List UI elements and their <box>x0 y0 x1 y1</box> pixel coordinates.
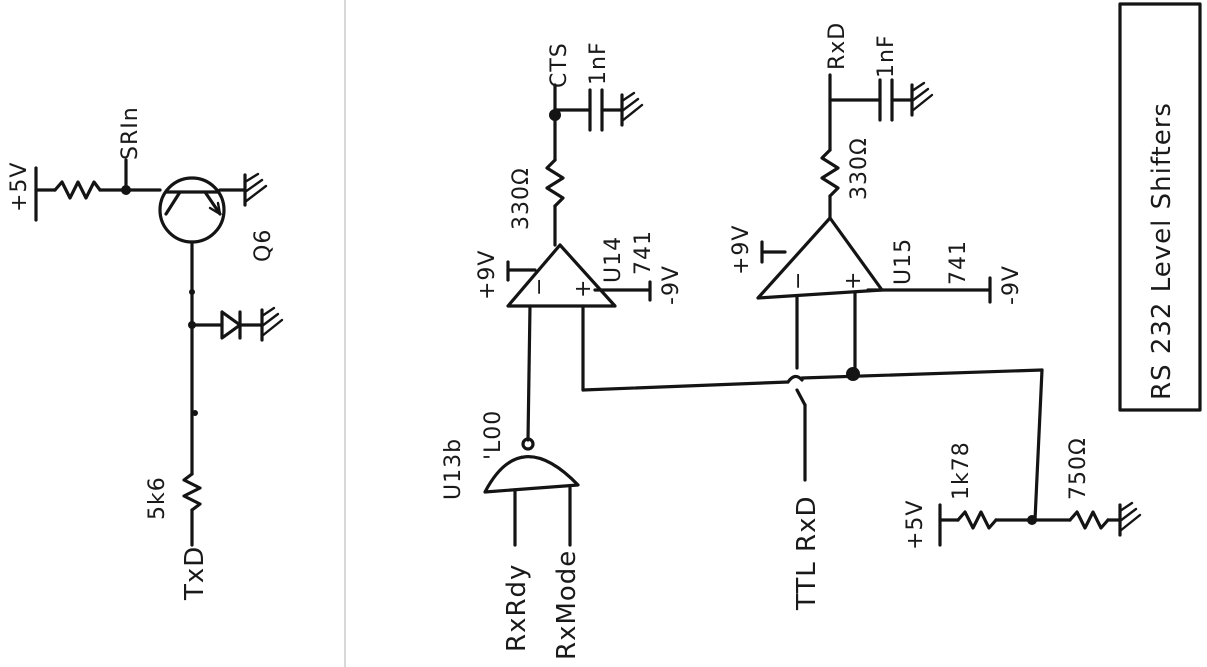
u15-ref: U15 <box>891 238 916 285</box>
u15-noninv-label: + <box>841 271 866 290</box>
u14-inv-label: − <box>527 277 552 296</box>
page-title: RS 232 Level Shifters <box>1147 102 1177 400</box>
rxd-resistor <box>820 148 840 198</box>
u15-vplus-label: +9V <box>729 225 754 275</box>
divider-top-label: 1k78 <box>949 441 974 500</box>
u14-part: 741 <box>631 230 656 275</box>
gate-part: 'L00 <box>481 410 506 460</box>
transistor-label: Q6 <box>251 229 276 262</box>
cts-label: CTS <box>547 42 572 88</box>
resistor-label: 5k6 <box>145 476 170 520</box>
title-block: RS 232 Level Shifters <box>1118 2 1202 412</box>
u15-part: 741 <box>946 240 971 285</box>
u14-noninv-label: + <box>571 279 596 298</box>
cts-cap-label: 1nF <box>586 41 611 85</box>
u14-ref: U14 <box>601 236 626 283</box>
ground-icon <box>260 306 284 342</box>
series-resistor <box>182 472 202 512</box>
gate-ref: U13b <box>441 438 466 500</box>
supply-label-5v: +5V <box>7 162 32 212</box>
txd-label: TxD <box>180 546 210 601</box>
nand-gate-u13b: U13b 'L00 <box>441 410 580 547</box>
opamp-u14: +9V − + -9V U14 741 <box>475 230 684 308</box>
u15-inv-label: − <box>786 271 811 290</box>
divider-bottom-resistor <box>1068 510 1110 530</box>
pullup-resistor <box>53 180 102 200</box>
rxd-channel: RxD 1nF 330Ω <box>820 22 934 220</box>
rxd-resistor-label: 330Ω <box>847 137 872 200</box>
divider-bottom-label: 750Ω <box>1066 437 1091 500</box>
u14-vplus-label: +9V <box>475 250 500 300</box>
rxmode-label: RxMode <box>552 550 582 660</box>
txd-driver-circuit: +5V SRIn Q6 <box>7 106 284 601</box>
ground-icon <box>1118 501 1142 537</box>
interconnect-wiring <box>526 290 1044 522</box>
divider-top-resistor <box>956 510 998 530</box>
ground-icon <box>620 91 644 127</box>
srin-label: SRIn <box>118 106 143 160</box>
divider-supply-label: +5V <box>903 500 928 550</box>
cts-resistor-label: 330Ω <box>509 167 534 230</box>
reference-divider: +5V 1k78 750Ω <box>903 437 1142 550</box>
u14-vminus-label: -9V <box>659 265 684 305</box>
cts-resistor <box>545 158 565 208</box>
ttl-rxd-label: TTL RxD <box>792 495 822 611</box>
capacitor-icon <box>588 88 604 132</box>
rxd-cap-label: 1nF <box>874 34 899 78</box>
capacitor-icon <box>878 78 894 122</box>
rxrdy-label: RxRdy <box>502 564 532 652</box>
u15-vminus-label: -9V <box>999 265 1024 305</box>
ground-icon <box>910 81 934 117</box>
cts-channel: CTS 1nF 330Ω <box>509 41 644 247</box>
rxd-label: RxD <box>825 22 850 70</box>
opamp-u15: +9V − + -9V U15 741 <box>729 216 1024 305</box>
ground-icon <box>243 172 268 207</box>
